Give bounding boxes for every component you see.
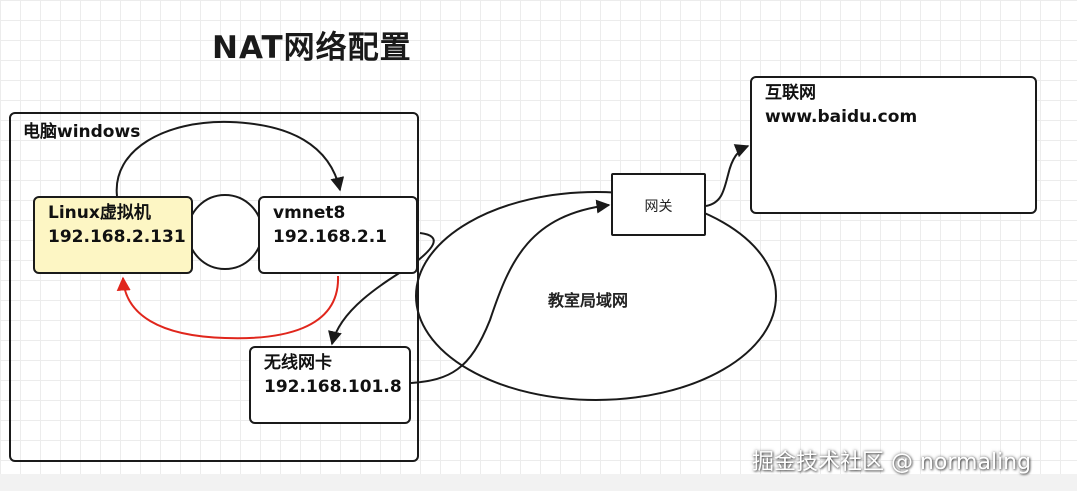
computer-box: 电脑windows [9, 112, 419, 462]
vmnet8-text: vmnet8 192.168.2.1 [273, 201, 387, 249]
vmnet8-box: vmnet8 192.168.2.1 [258, 196, 418, 274]
internet-name: 互联网 [765, 83, 816, 103]
vmnet8-ip: 192.168.2.1 [273, 227, 388, 247]
wireless-nic-ip: 192.168.101.8 [264, 377, 402, 397]
linux-vm-box: Linux虚拟机 192.168.2.131 [33, 196, 193, 274]
internet-site: www.baidu.com [765, 107, 918, 127]
lan-label: 教室局域网 [548, 291, 629, 310]
computer-label: 电脑windows [23, 122, 141, 142]
bottom-strip [0, 474, 1077, 491]
linux-to-vmnet8-arrow [115, 120, 345, 197]
vmnet8-to-linux-return-arrow [116, 275, 340, 340]
watermark: 掘金技术社区 @ normaling [752, 450, 1032, 475]
linux-vm-name: Linux虚拟机 [48, 203, 151, 223]
wireless-nic-name: 无线网卡 [264, 353, 332, 373]
vmnet8-name: vmnet8 [273, 203, 346, 223]
linux-vm-ip: 192.168.2.131 [48, 227, 186, 247]
internet-box: 互联网 www.baidu.com [750, 76, 1037, 214]
wireless-nic-text: 无线网卡 192.168.101.8 [264, 351, 402, 399]
internet-text: 互联网 www.baidu.com [765, 81, 917, 129]
lan-ellipse [415, 191, 777, 401]
gateway-box: 网关 [611, 173, 706, 236]
diagram-title: NAT网络配置 [212, 30, 412, 66]
gateway-label: 网关 [644, 199, 673, 215]
linux-vm-text: Linux虚拟机 192.168.2.131 [48, 201, 186, 249]
wireless-nic-box: 无线网卡 192.168.101.8 [249, 346, 411, 424]
wifi-to-gateway-arrow [410, 199, 611, 384]
gateway-to-internet-arrow [705, 144, 750, 207]
